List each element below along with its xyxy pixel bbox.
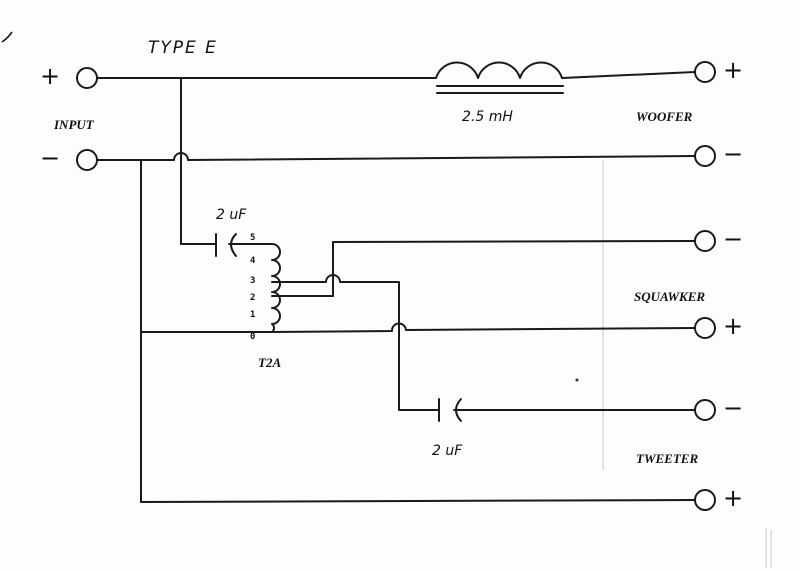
tap-0-label: 0 [250, 332, 256, 342]
tweeter-plus-wire [140, 499, 696, 503]
woofer-plus-sign: + [723, 56, 744, 84]
woofer-plus-wire [561, 71, 696, 79]
tap-5-label: 5 [250, 233, 256, 243]
schematic-title: TYPE E [148, 38, 218, 58]
tweeter-plus-terminal [694, 489, 716, 511]
input-plus-terminal [76, 67, 98, 89]
woofer-plus-terminal [694, 61, 716, 83]
tap-2-label: 2 [250, 293, 256, 303]
squawker-plus-sign: + [723, 312, 744, 340]
squawker-minus-terminal [694, 230, 716, 252]
capacitor-bottom-value: 2 uF [432, 443, 463, 459]
tap-3-wire [271, 274, 439, 411]
transformer-label: T2A [258, 355, 282, 370]
squawker-plus-wire [271, 322, 696, 333]
scan-artifacts [1, 31, 772, 568]
speck [575, 378, 579, 382]
input-minus-sign: − [40, 144, 61, 172]
tap-1-label: 1 [250, 310, 256, 320]
inductor-coil [435, 61, 563, 79]
input-minus-terminal [76, 149, 98, 171]
tap-3-label: 3 [250, 276, 256, 286]
inductor-value: 2.5 mH [462, 109, 513, 125]
capacitor-top-value: 2 uF [216, 207, 247, 223]
squawker-plus-terminal [694, 317, 716, 339]
woofer-minus-sign: − [723, 140, 744, 168]
tap-4-label: 4 [250, 256, 256, 266]
tweeter-minus-sign: − [723, 394, 744, 422]
squawker-label: SQUAWKER [634, 289, 706, 304]
input-minus-rail [96, 152, 696, 161]
woofer-label: WOOFER [636, 109, 693, 124]
squawker-minus-wire [332, 240, 696, 243]
transformer-coil [271, 243, 281, 333]
input-plus-sign: + [40, 62, 61, 90]
tweeter-label: TWEETER [636, 451, 699, 466]
tweeter-plus-sign: + [723, 484, 744, 512]
woofer-minus-terminal [694, 145, 716, 167]
tweeter-minus-terminal [694, 399, 716, 421]
input-label: INPUT [54, 117, 94, 132]
corner-mark [1, 31, 13, 43]
squawker-minus-sign: − [723, 225, 744, 253]
